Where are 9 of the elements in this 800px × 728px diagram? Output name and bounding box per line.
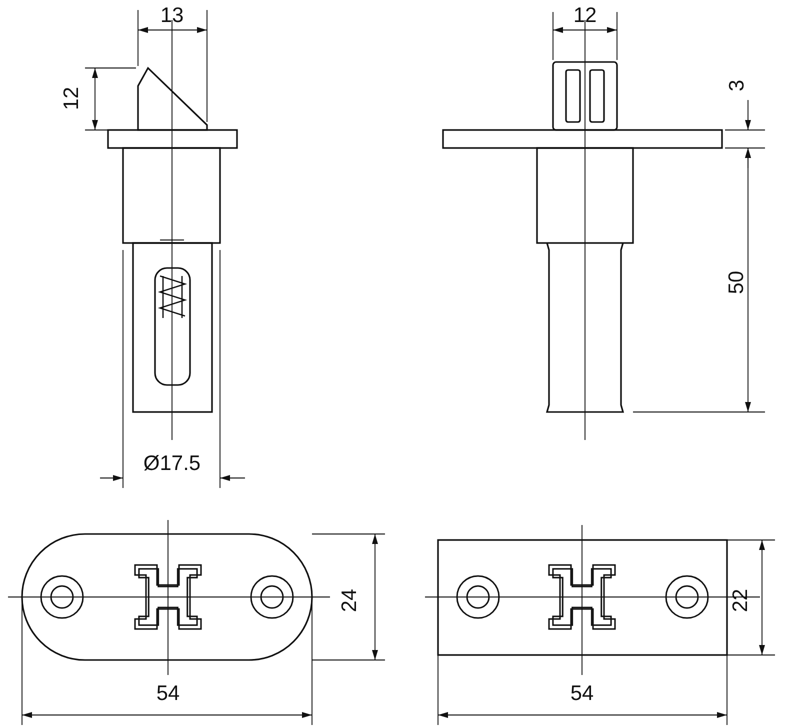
dimension-label: 54 [570, 682, 594, 704]
dimension-label: Ø17.5 [143, 452, 201, 474]
dimension-label: 3 [726, 79, 748, 91]
dimension-label: 12 [573, 4, 597, 26]
dimension-label: 24 [340, 588, 360, 612]
dimension-label: 12 [62, 86, 82, 110]
dimension-label: 13 [160, 4, 184, 26]
dimension-label: 54 [156, 682, 180, 704]
dimension-label: 50 [726, 270, 748, 294]
